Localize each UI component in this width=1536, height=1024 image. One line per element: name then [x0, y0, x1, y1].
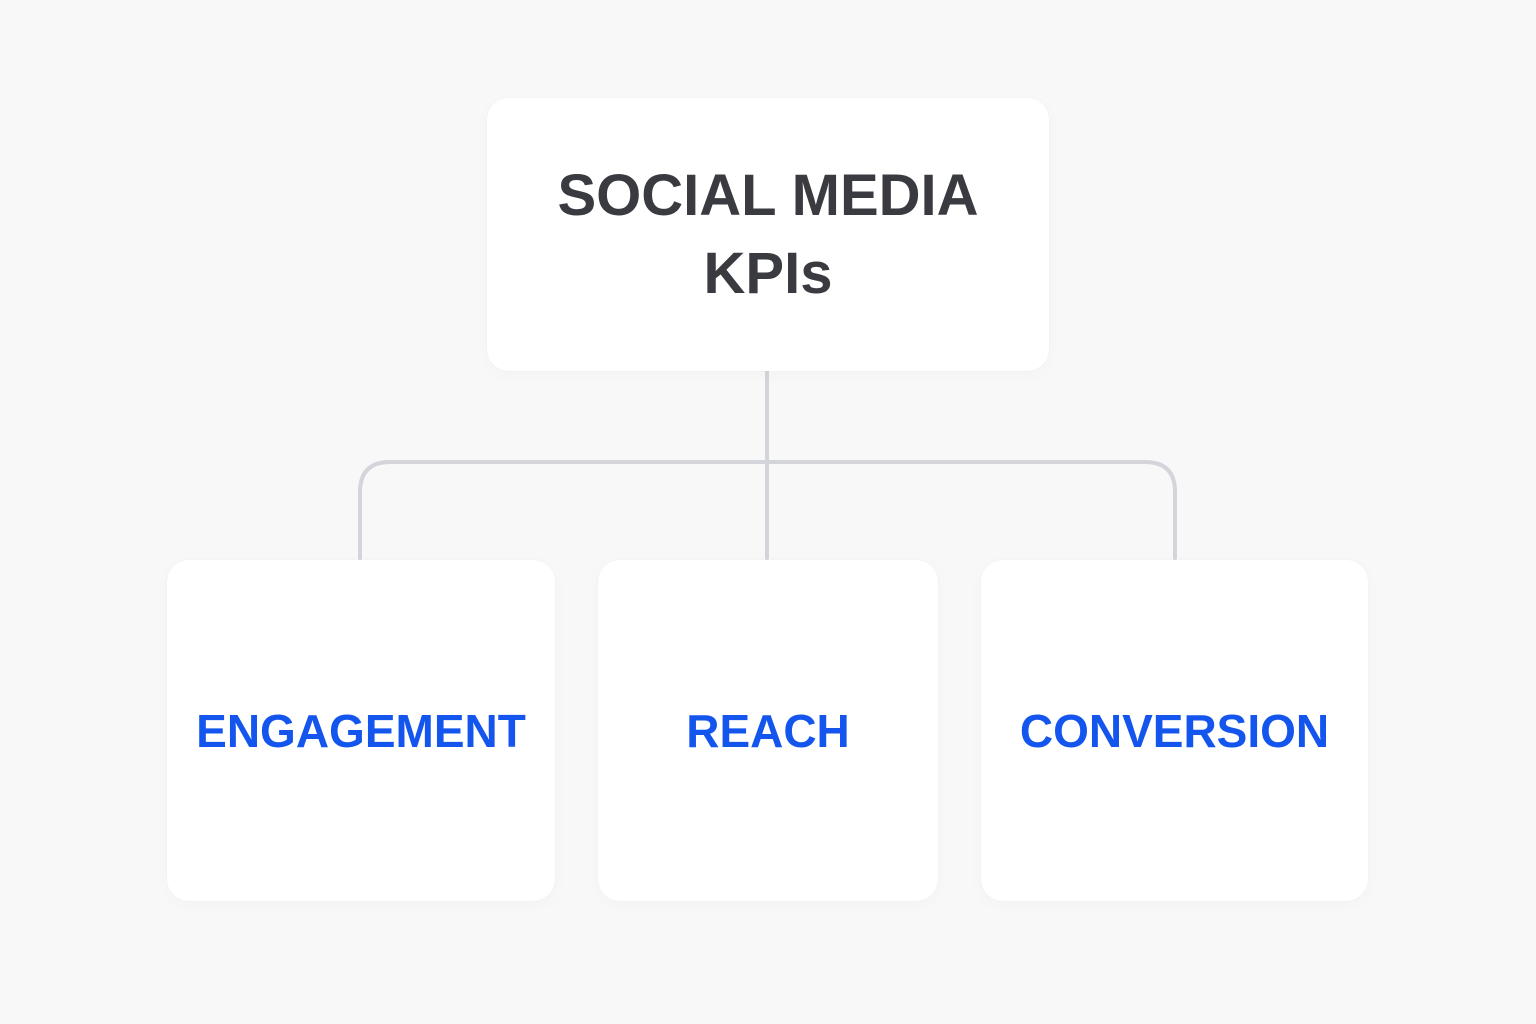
child-node-label-engagement: ENGAGEMENT — [196, 704, 526, 757]
branch-horizontal-line — [358, 460, 1177, 560]
root-node-title: SOCIAL MEDIA KPIs — [557, 162, 979, 306]
child-node-conversion: CONVERSION — [981, 560, 1368, 901]
child-node-reach: REACH — [598, 560, 938, 901]
child-node-engagement: ENGAGEMENT — [167, 560, 555, 901]
child-node-label-conversion: CONVERSION — [1019, 704, 1330, 757]
child-node-label-reach: REACH — [686, 704, 850, 757]
root-node-social-media-kpis: SOCIAL MEDIA KPIs — [487, 98, 1049, 371]
